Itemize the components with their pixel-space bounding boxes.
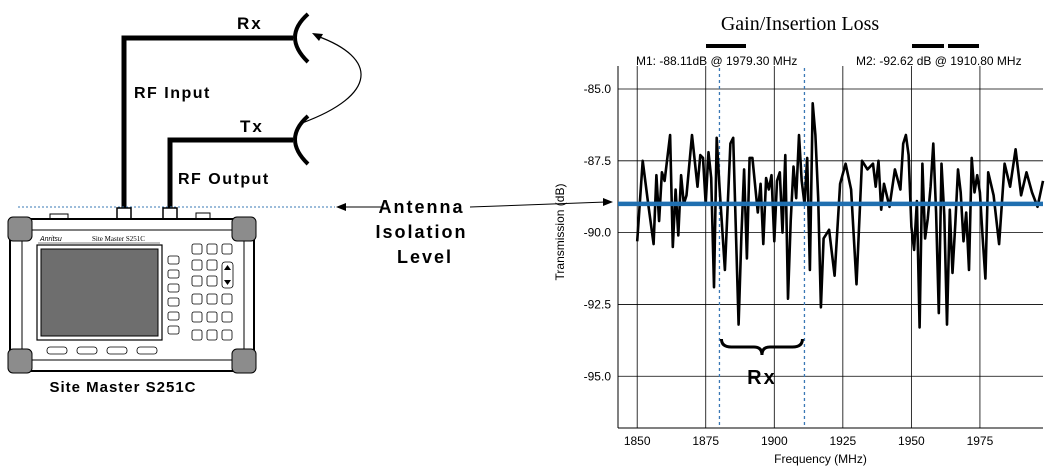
rf-output-label: RF Output [178, 171, 270, 188]
antenna-label-line-3: Level [397, 247, 453, 267]
bumper-tl [7, 216, 33, 242]
y-tick-label: -87.5 [584, 154, 612, 168]
isolation-arrowhead-right [603, 198, 613, 206]
device-model-text: Site Master S251C [92, 235, 145, 243]
tx-label: Tx [240, 117, 264, 136]
rx-label: Rx [237, 14, 263, 33]
y-tick-label: -85.0 [584, 82, 612, 96]
x-tick-label: 1900 [761, 434, 788, 448]
rf-output-cable [167, 137, 293, 213]
x-tick-label: 1850 [624, 434, 651, 448]
y-tick-label: -95.0 [584, 369, 612, 383]
isolation-arrow-right [469, 201, 607, 208]
x-tick-label: 1875 [692, 434, 719, 448]
soft-keys [167, 255, 180, 335]
device-brand: Anritsu [39, 236, 62, 243]
tx-antenna-icon [293, 114, 310, 166]
site-master-device: Anritsu Site Master S251C [7, 207, 257, 374]
rx-band-brace [719, 338, 804, 356]
rf-input-cable [121, 35, 293, 213]
antenna-label-line-2: Isolation [375, 222, 467, 242]
antenna-isolation-label: Antenna Isolation Level [375, 197, 474, 267]
marker-m1-readout: M1: -88.11dB @ 1979.30 MHz [636, 54, 797, 68]
rx-band-label: Rx [747, 367, 777, 389]
bumper-tr [231, 216, 257, 242]
keypad [191, 243, 234, 341]
rf-input-label: RF Input [134, 85, 211, 102]
x-tick-label: 1925 [829, 434, 856, 448]
x-axis-label: Frequency (MHz) [774, 452, 867, 466]
bottom-buttons [46, 346, 158, 355]
bumper-bl [7, 348, 33, 374]
x-tick-label: 1975 [967, 434, 994, 448]
chart-title: Gain/Insertion Loss [721, 13, 880, 35]
trace-line [635, 102, 1045, 329]
marker-m2-readout: M2: -92.62 dB @ 1910.80 MHz [856, 54, 1022, 68]
isolation-arrowhead-left [336, 203, 346, 211]
device-caption: Site Master S251C [49, 379, 196, 396]
rx-antenna-icon [293, 12, 310, 64]
x-tick-label: 1950 [898, 434, 925, 448]
bumper-br [231, 348, 257, 374]
coupling-arrowhead [312, 33, 323, 41]
y-tick-label: -92.5 [584, 297, 612, 311]
coupling-arrow [301, 35, 362, 124]
gain-chart: 1850 1875 1900 1925 1950 1975 -85.0 -87.5 -90.0 -… [553, 13, 1045, 466]
y-tick-label: -90.0 [584, 226, 612, 240]
y-axis-label: Transmission (dB) [553, 184, 567, 281]
antenna-label-line-1: Antenna [378, 197, 464, 217]
device-screen [40, 248, 159, 337]
